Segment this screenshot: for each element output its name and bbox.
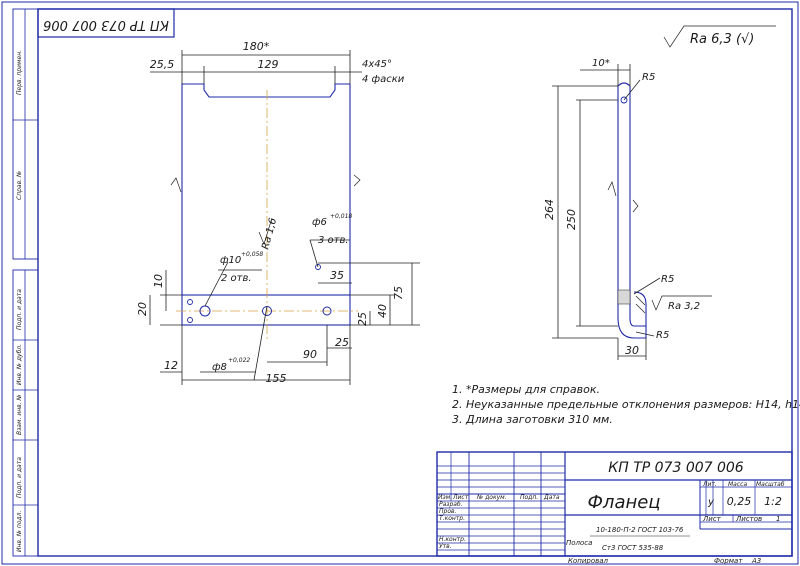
strip-orig-inv: Инв. № подл.	[16, 511, 23, 552]
col-mass: Масса	[728, 481, 747, 488]
mass-value: 0,25	[727, 495, 752, 508]
title-part-name: Фланец	[587, 492, 660, 513]
strip-sign-date-1: Подп. и дата	[16, 289, 23, 330]
dim-75: 75	[392, 286, 405, 300]
hole-6-upper	[315, 264, 321, 270]
col-izm: Изм.	[438, 494, 452, 501]
dim-25-5: 25,5	[150, 58, 175, 71]
dim-25-bottom: 25	[335, 336, 349, 349]
sheets-label: Листов	[735, 515, 762, 523]
flange-strip	[181, 294, 351, 326]
dim-155: 155	[266, 372, 287, 385]
side-dim-250: 250	[565, 209, 578, 230]
dim-12: 12	[164, 359, 178, 372]
roughness-general: Ra 6,3 (√)	[663, 25, 776, 48]
strip-first-use: Перв. примен.	[16, 50, 23, 95]
dim-40: 40	[376, 304, 389, 318]
strip-sign-date-2: Подп. и дата	[16, 457, 23, 498]
role-approved: Утв.	[439, 543, 452, 550]
technical-notes: 1. *Размеры для справок. 2. Неуказанные …	[452, 383, 800, 426]
col-lit: Лит.	[702, 481, 717, 488]
role-developer: Разраб.	[439, 501, 463, 508]
side-ra32: Ra 3,2	[668, 301, 700, 312]
side-dim-10: 10*	[592, 58, 610, 69]
side-dim-30: 30	[625, 344, 639, 357]
side-r5-top: R5	[642, 72, 655, 83]
front-view: 180* 129 25,5 4x45° 4 фаски ф10 +0,058 2…	[136, 40, 420, 385]
lit-value: у	[707, 497, 715, 508]
roughness-general-text: Ra 6,3 (√)	[690, 32, 754, 47]
sheets-value: 1	[776, 515, 780, 523]
dim-20: 20	[136, 302, 149, 316]
top-stamp-number: КП ТР 073 007 006	[43, 17, 169, 32]
scale-value: 1:2	[764, 495, 782, 508]
role-ncontrol: Н.контр.	[439, 536, 466, 543]
hole10-tolerance: +0,058	[241, 251, 263, 258]
hole6-tolerance: +0,018	[330, 213, 352, 220]
strip-dup-inv: Инв. № дубл.	[16, 344, 23, 385]
material-line-2: Ст3 ГОСТ 535-88	[602, 544, 664, 552]
note-2: 2. Неуказанные предельные отклонения раз…	[452, 398, 800, 411]
format-label: Формат	[714, 557, 743, 565]
hole10-count: 2 отв.	[221, 273, 252, 284]
dim-10: 10	[152, 274, 165, 288]
sheet-label: Лист	[702, 515, 722, 523]
dim-chamfer: 4x45°	[362, 59, 392, 70]
col-list: Лист	[452, 494, 469, 501]
hole8-tolerance: +0,022	[228, 357, 250, 364]
dim-129: 129	[258, 58, 279, 71]
role-tcontrol: Т.контр.	[439, 515, 465, 522]
ra16-label: Ra 1,6	[260, 217, 279, 251]
section-hatch	[617, 289, 631, 305]
left-strip: Перв. примен. Справ. № Подп. и дата Инв.…	[12, 8, 39, 557]
material-line-1: 10-180-П-2 ГОСТ 103-76	[596, 526, 684, 534]
side-r5-bottom: R5	[656, 330, 669, 341]
hole6-count: 3 отв.	[318, 235, 349, 246]
hole-small-top	[187, 299, 193, 305]
note-1: 1. *Размеры для справок.	[452, 383, 600, 396]
hole6-label: ф6	[312, 217, 327, 228]
dim-180: 180*	[243, 40, 270, 53]
dim-35: 35	[330, 269, 344, 282]
material-prefix: Полоса	[566, 539, 592, 547]
title-doc-number: КП ТР 073 007 006	[608, 460, 744, 476]
col-doc: № докум.	[476, 494, 507, 501]
side-view: 10* R5 264 250 R5 Ra 3,2 R5 30	[543, 58, 712, 360]
strip-repl-inv: Взам. инв. №	[16, 394, 23, 435]
strip-ref-no: Справ. №	[16, 171, 23, 200]
note-3: 3. Длина заготовки 310 мм.	[452, 413, 613, 426]
copied-label: Копировал	[568, 557, 609, 565]
title-block: КП ТР 073 007 006 Фланец Лит. Масса Масш…	[436, 451, 793, 557]
col-sign: Подп.	[520, 494, 538, 501]
dim-chamfer-note: 4 фаски	[362, 74, 405, 85]
hole8-label: ф8	[212, 362, 227, 373]
side-dim-264: 264	[543, 199, 556, 220]
role-checked: Пров.	[439, 508, 457, 515]
format-value: А3	[751, 557, 761, 565]
dim-25-right: 25	[356, 312, 369, 326]
hole-6-right	[322, 306, 332, 316]
col-date: Дата	[543, 494, 560, 501]
hole10-label: ф10	[220, 255, 241, 266]
top-stamp: КП ТР 073 007 006	[37, 8, 175, 38]
hole-small-bottom	[187, 317, 193, 323]
side-r5-mid: R5	[661, 274, 674, 285]
col-scale: Масштаб	[756, 481, 785, 488]
dim-90: 90	[303, 348, 317, 361]
